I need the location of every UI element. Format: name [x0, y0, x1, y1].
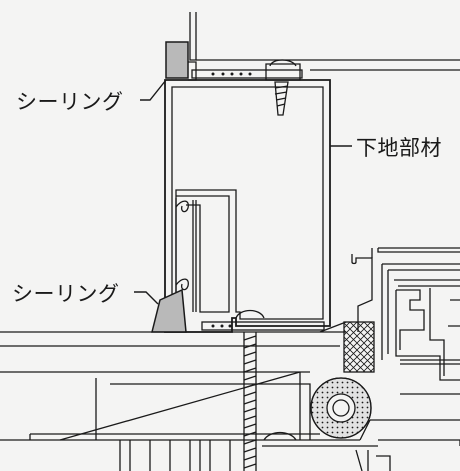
upper-wall-line — [189, 12, 197, 61]
base-member-outer — [164, 79, 331, 333]
label-sealing-bottom: シーリング — [12, 282, 120, 306]
bottom-screw-head — [235, 309, 265, 319]
label-base-member: 下地部材 — [356, 136, 442, 160]
insulation-block — [343, 321, 375, 373]
top-backer-dots — [211, 72, 252, 76]
top-sealant — [165, 41, 189, 79]
leader-sealing-bottom — [134, 291, 159, 305]
sash-outer — [351, 254, 373, 332]
bottom-screw-shank — [243, 332, 257, 471]
base-member-inner — [171, 86, 324, 326]
label-sealing-top: シーリング — [16, 90, 124, 114]
bottom-sealant — [151, 288, 187, 333]
sash-profile — [395, 289, 460, 381]
top-screw — [265, 63, 301, 81]
leader-sealing-top — [140, 79, 167, 101]
